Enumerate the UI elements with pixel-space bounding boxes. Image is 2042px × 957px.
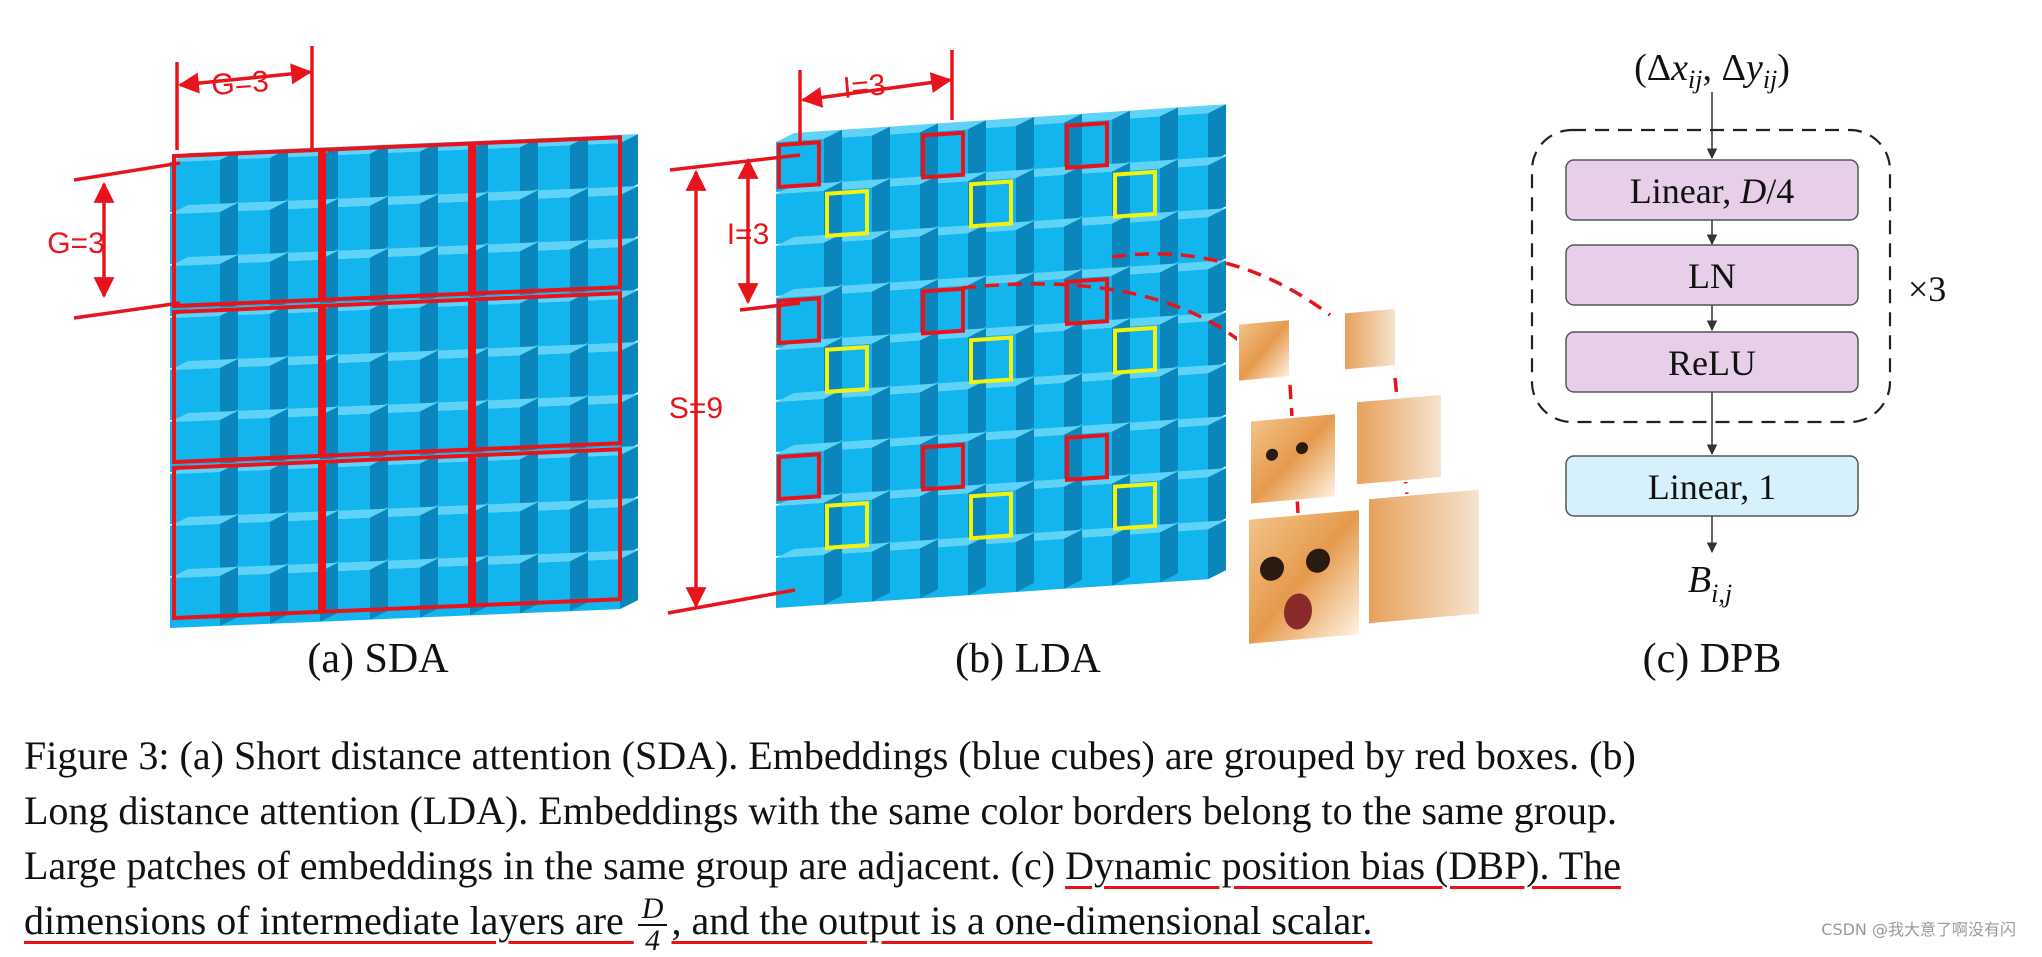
dpb-input-label: (Δxij, Δyij) — [1634, 47, 1790, 94]
dpb-repeat-block — [1530, 128, 1892, 424]
sda-group-box — [322, 453, 472, 614]
sda-group-v-label: G=3 — [47, 227, 105, 260]
lda-size-label: S=9 — [669, 392, 723, 425]
lda-group-boxes — [777, 120, 1157, 550]
sda-dimension-lines — [73, 46, 314, 320]
sda-group-box — [322, 297, 472, 458]
sda-group-box — [172, 459, 322, 621]
dpb-layer-relu-label: ReLU — [1668, 343, 1756, 383]
figure-caption: Figure 3: (a) Short distance attention (… — [24, 728, 2014, 956]
lda-yellow-group-cell — [1113, 169, 1157, 219]
lda-cube-grid — [776, 104, 1226, 608]
lda-interval-v-label: I=3 — [727, 218, 770, 251]
cat-patch-small-1 — [1237, 318, 1291, 383]
lda-red-group-cell — [1065, 276, 1109, 326]
lda-red-group-cell — [777, 140, 821, 190]
embedding-cube — [170, 358, 238, 420]
lda-yellow-group-cell — [825, 344, 869, 394]
sda-group-boxes — [172, 135, 622, 621]
lda-yellow-group-cell — [825, 500, 869, 550]
lda-caption: (b) LDA — [955, 636, 1101, 682]
caption-line-3: Large patches of embeddings in the same … — [24, 838, 2014, 893]
dpb-repeat-label: ×3 — [1908, 269, 1946, 309]
watermark: CSDN @我大意了啊没有闪 — [1821, 920, 2016, 939]
lda-red-group-cell — [777, 296, 821, 346]
lda-red-group-cell — [921, 130, 965, 180]
cat-patch-small-2 — [1343, 306, 1397, 372]
embedding-cube — [776, 285, 842, 348]
embedding-cube — [170, 410, 238, 472]
embedding-cube — [170, 306, 238, 368]
figure-3: G=3 G=3 I=3 I=3 S=9 — [47, 46, 1946, 682]
lda-red-group-cell — [777, 452, 821, 502]
lda-red-group-cell — [1065, 120, 1109, 170]
embedding-cube — [170, 150, 238, 212]
lda-yellow-group-cell — [969, 491, 1013, 541]
caption-line-4-a: dimensions of intermediate layers are — [24, 898, 634, 943]
sda-group-box — [172, 303, 322, 465]
cat-patch-mid-2 — [1355, 392, 1443, 487]
cat-patch-large-2 — [1367, 487, 1481, 626]
lda-yellow-group-cell — [825, 188, 869, 238]
sda-group-box — [472, 447, 622, 608]
embedding-cube — [776, 233, 842, 296]
sda-cube-grid — [170, 134, 638, 628]
embedding-cube — [776, 441, 842, 504]
embedding-cube — [776, 545, 842, 608]
embedding-cube — [170, 202, 238, 264]
lda-red-group-cell — [1065, 432, 1109, 482]
embedding-cube — [170, 514, 238, 576]
caption-line-2: Long distance attention (LDA). Embedding… — [24, 788, 1617, 833]
cat-patch-large-1 — [1247, 507, 1361, 646]
caption-line-4-b: , and the output is a one-dimensional sc… — [671, 898, 1373, 943]
caption-fraction-den: 4 — [645, 923, 661, 957]
dpb-output-label: Bi,j — [1688, 559, 1732, 608]
lda-yellow-group-cell — [969, 335, 1013, 385]
caption-fraction-num: D — [637, 893, 668, 926]
caption-line-3-underlined: Dynamic position bias (DBP). The — [1065, 843, 1621, 888]
cat-patch-mid-1 — [1249, 412, 1337, 506]
sda-caption: (a) SDA — [307, 636, 449, 682]
sda-group-box — [472, 135, 622, 296]
sda-group-h-label: G=3 — [210, 65, 270, 102]
dpb-layer-ln-label: LN — [1688, 256, 1736, 296]
lda-dimension-lines — [667, 50, 1410, 615]
embedding-cube — [170, 462, 238, 524]
caption-line-1: Figure 3: (a) Short distance attention (… — [24, 733, 1636, 778]
sda-group-box — [472, 291, 622, 452]
lda-red-group-cell — [921, 286, 965, 336]
lda-yellow-group-cell — [1113, 325, 1157, 375]
caption-line-3-plain: Large patches of embeddings in the same … — [24, 843, 1066, 888]
sda-group-box — [172, 147, 322, 309]
lda-interval-h-label: I=3 — [842, 68, 887, 105]
embedding-cube — [776, 129, 842, 192]
lda-red-group-cell — [921, 442, 965, 492]
dpb-diagram: (Δxij, Δyij) Linear, D/4 LN ReLU ×3 Line… — [1530, 47, 1946, 608]
dpb-layer-linear-d4-label: Linear, D/4 — [1630, 171, 1795, 211]
cat-image-patches — [1237, 306, 1481, 646]
lda-yellow-group-cell — [969, 179, 1013, 229]
dpb-caption: (c) DPB — [1643, 636, 1782, 682]
lda-yellow-group-cell — [1113, 481, 1157, 531]
dpb-layer-linear-1-label: Linear, 1 — [1648, 467, 1777, 507]
sda-group-box — [322, 141, 472, 302]
